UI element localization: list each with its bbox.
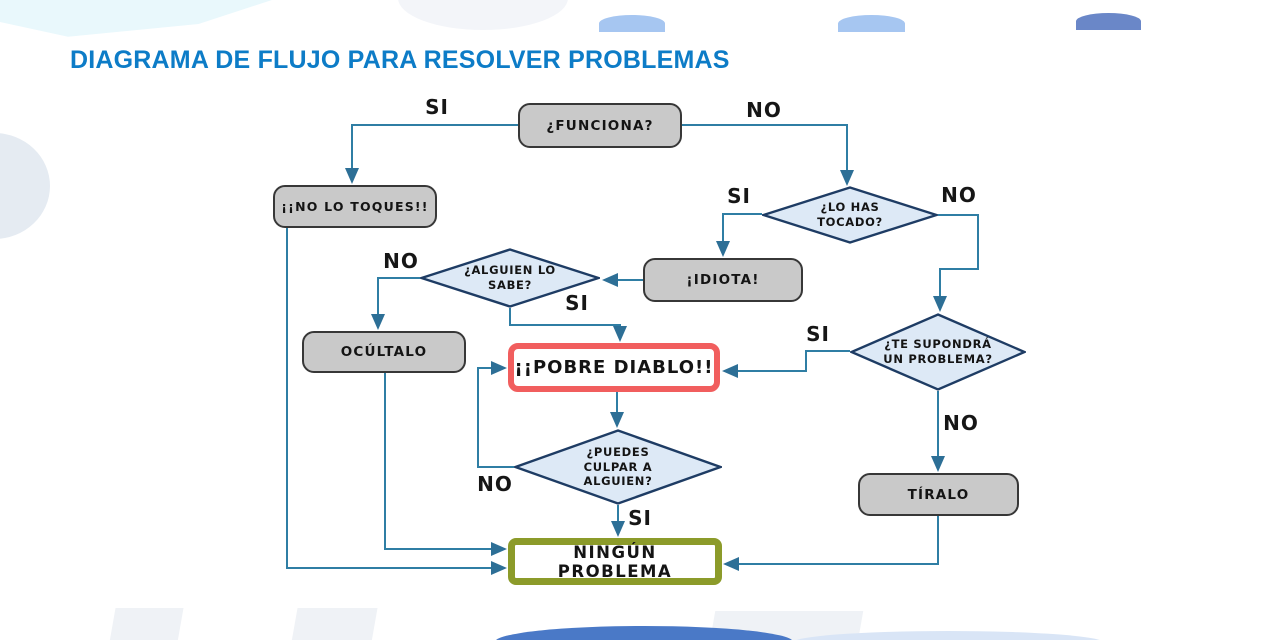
edge-label-sabe-si: SI [565,291,589,315]
edge-label-culpar-no: NO [477,472,513,496]
edge-label-culpar-si: SI [628,506,652,530]
edge-label-supondra-no: NO [943,411,979,435]
node-te-supondra-label: ¿TE SUPONDRÁ UN PROBLEMA? [883,337,993,366]
node-puedes-culpar-label: ¿PUEDES CULPAR A ALGUIEN? [583,444,653,489]
node-funciona: ¿FUNCIONA? [518,103,682,148]
edge-label-supondra-si: SI [806,322,830,346]
node-idiota: ¡IDIOTA! [643,258,803,302]
decorative-dome [599,15,665,32]
node-puedes-culpar: ¿PUEDES CULPAR A ALGUIEN? [514,429,722,505]
node-idiota-label: ¡IDIOTA! [686,272,760,288]
node-ocultalo-label: OCÚLTALO [340,344,428,360]
edge-label-sabe-no: NO [383,249,419,273]
node-alguien-lo-sabe: ¿ALGUIEN LO SABE? [420,248,600,308]
node-te-supondra: ¿TE SUPONDRÁ UN PROBLEMA? [850,313,1026,391]
decorative-circle [0,133,50,239]
node-funciona-label: ¿FUNCIONA? [546,117,654,134]
edge-label-funciona-si: SI [425,95,449,119]
node-pobre-diablo-label: ¡¡POBRE DIABLO!! [514,357,714,378]
edge-label-tocado-no: NO [941,183,977,207]
page-title: DIAGRAMA DE FLUJO PARA RESOLVER PROBLEMA… [70,46,730,74]
decorative-stripe [708,611,864,640]
decorative-blob [398,0,568,30]
decorative-stripe [290,608,378,640]
decorative-dome-dark [1076,13,1141,30]
node-alguien-lo-sabe-label: ¿ALGUIEN LO SABE? [464,263,556,292]
node-tiralo-label: TÍRALO [907,486,970,503]
node-no-lo-toques-label: ¡¡NO LO TOQUES!! [281,199,429,214]
decorative-stripe [108,608,184,640]
node-lo-has-tocado: ¿LO HAS TOCADO? [762,186,938,244]
node-tiralo: TÍRALO [858,473,1019,516]
decorative-corner-shape [0,0,272,37]
decorative-dome [838,15,905,32]
node-ocultalo: OCÚLTALO [302,331,466,373]
node-no-lo-toques: ¡¡NO LO TOQUES!! [273,185,437,228]
edge-label-tocado-si: SI [727,184,751,208]
decorative-bottom-shape [495,626,793,640]
node-lo-has-tocado-label: ¿LO HAS TOCADO? [817,200,883,229]
node-ningun-problema: NINGÚN PROBLEMA [508,538,722,585]
node-ningun-problema-label: NINGÚN PROBLEMA [557,542,673,581]
edge-label-funciona-no: NO [746,98,782,122]
decorative-bottom-shape [792,631,1104,640]
node-pobre-diablo: ¡¡POBRE DIABLO!! [508,343,720,392]
